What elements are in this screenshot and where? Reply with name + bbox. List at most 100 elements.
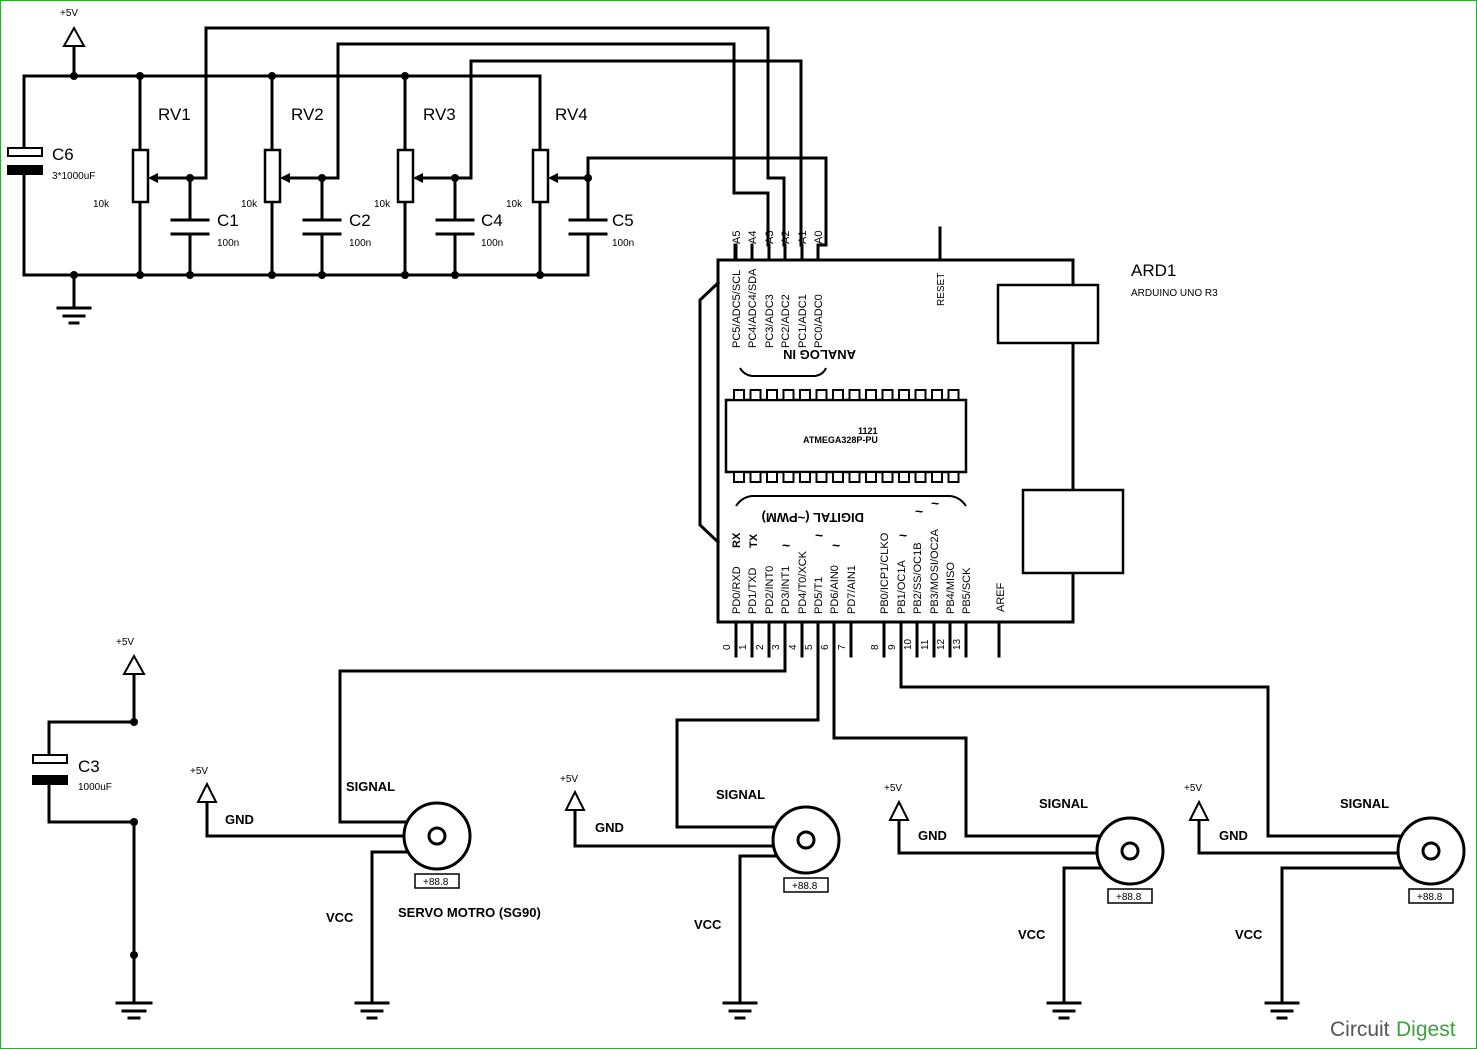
digital-pin-number: 7 xyxy=(837,644,848,650)
c3-ref: C3 xyxy=(78,757,100,776)
digital-pin-name: PB3/MOSI/OC2A xyxy=(929,528,941,614)
digital-pin-name: PD0/RXD xyxy=(731,566,743,614)
servo-readout-box xyxy=(783,877,829,893)
analog-pin-name: PC3/ADC3 xyxy=(764,294,776,348)
reset-label: RESET xyxy=(936,273,947,306)
analog-header: A5PC5/ADC5/SCLA4PC4/ADC4/SDAA3PC3/ADC3A2… xyxy=(731,231,825,348)
rv1-ref: RV1 xyxy=(158,105,191,124)
brand-part1: Circuit xyxy=(1330,1018,1390,1041)
ard-model: ARDUINO UNO R3 xyxy=(1131,288,1218,299)
rv4-ref: RV4 xyxy=(555,105,588,124)
digital-pin-name: PB4/MISO xyxy=(945,562,957,614)
ground-icon xyxy=(115,1001,153,1020)
c1-value: 100n xyxy=(217,238,239,249)
servo-readout: +88.8 xyxy=(423,877,449,888)
vcc-label: VCC xyxy=(326,910,354,925)
ground-icon xyxy=(722,1001,758,1020)
digital-pin-number: 1 xyxy=(738,644,749,650)
c5-value: 100n xyxy=(612,238,634,249)
digital-pin-name: PD1/TXD xyxy=(747,567,759,614)
servo-shaft-icon xyxy=(427,826,447,846)
analog-in-label: ANALOG IN xyxy=(783,347,856,362)
atmega-chip: 1121 ATMEGA328P-PU xyxy=(724,389,968,483)
servo-supply-label: +5V xyxy=(1184,783,1202,794)
digital-pin-number: 10 xyxy=(903,638,914,650)
capacitor-c2: C2 100n xyxy=(302,176,371,277)
arduino-board: ARD1 ARDUINO UNO R3 RESET A5PC5/ADC5/SCL… xyxy=(698,226,1218,658)
power-jack xyxy=(1021,488,1125,575)
pwm-tilde-1: ~ xyxy=(815,527,823,543)
analog-pin-name: PC5/ADC5/SCL xyxy=(731,270,743,348)
digital-pin-number: 12 xyxy=(936,638,947,650)
servo-readout: +88.8 xyxy=(1417,892,1443,903)
analog-pin-a4: A4 xyxy=(747,231,759,244)
tx-label: TX xyxy=(748,533,760,548)
analog-pin-name: PC0/ADC0 xyxy=(813,294,825,348)
signal-label: SIGNAL xyxy=(716,787,765,802)
pwm-tilde-5: ~ xyxy=(931,495,939,511)
servo-readout: +88.8 xyxy=(1116,892,1142,903)
c6-value: 3*1000uF xyxy=(52,171,95,182)
pot-rv2: RV2 10k xyxy=(241,74,326,277)
servo-readout-box xyxy=(1107,888,1153,904)
servo-readout-box xyxy=(1408,888,1454,904)
gnd-label: GND xyxy=(225,812,254,827)
usb-connector xyxy=(996,283,1100,345)
digital-pin-name: PB1/OC1A xyxy=(896,560,908,614)
brand-part2: Digest xyxy=(1396,1018,1456,1041)
analog-pin-name: PC2/ADC2 xyxy=(780,294,792,348)
pot-rv3: RV3 10k xyxy=(374,74,459,277)
aref-label: AREF xyxy=(995,582,1007,612)
servo-title: SERVO MOTRO (SG90) xyxy=(398,905,541,920)
c5-ref: C5 xyxy=(612,211,634,230)
pwm-tilde-4: ~ xyxy=(915,503,923,519)
signal-label: SIGNAL xyxy=(1039,796,1088,811)
servo-shaft-icon xyxy=(796,830,816,850)
rv3-value: 10k xyxy=(374,199,391,210)
digital-pin-name: PD3/INT1 xyxy=(780,566,792,614)
digital-pin-number: 8 xyxy=(870,644,881,650)
capacitor-c4: C4 100n xyxy=(435,176,503,277)
capacitor-c5: C5 100n xyxy=(568,176,634,277)
servo-signal-wires xyxy=(338,620,1401,838)
analog-pin-name: PC1/ADC1 xyxy=(797,294,809,348)
rv1-value: 10k xyxy=(93,199,110,210)
c1-ref: C1 xyxy=(217,211,239,230)
servo-supply-label: +5V xyxy=(190,766,208,777)
capacitor-c6: C6 3*1000uF xyxy=(7,74,95,277)
vcc-label: VCC xyxy=(1235,927,1263,942)
rv4-value: 10k xyxy=(506,199,523,210)
digital-pin-name: PB2/SS/OC1B xyxy=(912,542,924,614)
digital-pin-number: 2 xyxy=(755,644,766,650)
digital-pin-name: PD5/T1 xyxy=(813,577,825,614)
rv2-value: 10k xyxy=(241,199,258,210)
vcc-arrow-icon xyxy=(564,789,586,811)
digital-pin-name: PD4/T0/XCK xyxy=(797,550,809,614)
capacitor-c3: +5V C3 1000uF xyxy=(32,637,153,1020)
analog-pin-a5: A5 xyxy=(731,231,743,244)
vcc-arrow-icon xyxy=(62,25,86,47)
digital-pin-name: PD7/AIN1 xyxy=(846,565,858,614)
vcc-label: VCC xyxy=(1018,927,1046,942)
servo-shaft-icon xyxy=(1421,841,1441,861)
digital-pin-number: 0 xyxy=(722,644,733,650)
c4-value: 100n xyxy=(481,238,503,249)
digital-pin-number: 6 xyxy=(820,644,831,650)
digital-pin-name: PB5/SCK xyxy=(961,567,973,614)
digital-pin-name: PD2/INT0 xyxy=(764,566,776,614)
digital-pin-number: 13 xyxy=(952,638,963,650)
digital-pin-name: PB0/ICP1/CLKO xyxy=(879,532,891,614)
chip-name: ATMEGA328P-PU xyxy=(803,435,878,445)
gnd-label: GND xyxy=(918,828,947,843)
analog-pin-name: PC4/ADC4/SDA xyxy=(747,268,759,348)
vcc-arrow-icon xyxy=(196,781,218,803)
digital-pin-number: 9 xyxy=(887,644,898,650)
c2-value: 100n xyxy=(349,238,371,249)
servo-supply-label: +5V xyxy=(560,774,578,785)
vcc-arrow-icon xyxy=(1188,799,1210,821)
c3-value: 1000uF xyxy=(78,782,112,793)
